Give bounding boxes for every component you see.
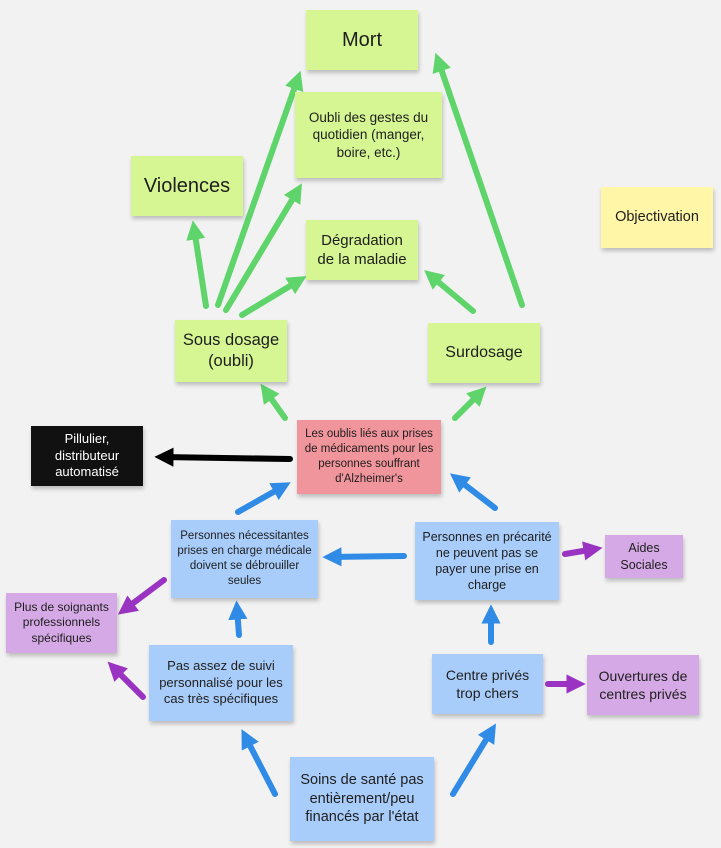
arrow-necessitantes-to-plus-soignants — [117, 577, 167, 615]
note-surdosage[interactable]: Surdosage — [428, 323, 540, 383]
arrow-sous-dosage-to-violences — [186, 220, 209, 309]
note-mort[interactable]: Mort — [306, 10, 418, 70]
note-ouvertures-centres-text: Ouvertures de centres privés — [598, 667, 688, 702]
note-pas-assez-suivi[interactable]: Pas assez de suivi personnalisé pour les… — [149, 645, 293, 721]
arrow-necessitantes-to-oublis — [235, 482, 291, 515]
arrow-oublis-to-pillulier — [154, 447, 293, 467]
arrow-suivi-to-necessitantes — [228, 600, 248, 638]
note-degradation[interactable]: Dégradation de la maladie — [306, 220, 418, 280]
note-personnes-necessitantes[interactable]: Personnes nécessitantes prises en charge… — [171, 520, 318, 598]
note-violences-text: Violences — [143, 175, 231, 197]
arrow-surdosage-to-mort — [432, 52, 525, 308]
note-pillulier[interactable]: Pillulier, distributeur automatisé — [31, 426, 143, 486]
arrow-oublis-to-sous-dosage — [260, 383, 288, 421]
note-personnes-necessitantes-text: Personnes nécessitantes prises en charge… — [177, 530, 312, 587]
note-objectivation-text: Objectivation — [615, 209, 699, 226]
arrow-precarite-to-necessitantes — [322, 547, 407, 567]
note-pas-assez-suivi-text: Pas assez de suivi personnalisé pour les… — [159, 657, 283, 707]
arrow-surdosage-to-degradation — [424, 270, 476, 314]
note-surdosage-text: Surdosage — [445, 343, 523, 361]
note-personnes-precarite[interactable]: Personnes en précarité ne peuvent pas se… — [415, 522, 559, 600]
note-violences[interactable]: Violences — [131, 156, 243, 216]
arrow-sous-dosage-to-oubli-gestes — [223, 183, 302, 313]
note-sous-dosage-text: Sous dosage (oubli) — [182, 330, 280, 370]
arrow-suivi-to-plus-soignants — [107, 661, 146, 700]
note-centre-prives[interactable]: Centre privés trop chers — [432, 654, 543, 714]
arrow-sous-dosage-to-degradation — [239, 276, 307, 318]
note-soins-sante-text: Soins de santé pas entièrement/peu finan… — [300, 771, 424, 826]
note-oubli-gestes-text: Oubli des gestes du quotidien (manger, b… — [308, 109, 429, 160]
arrow-soins-to-suivi — [241, 729, 278, 797]
arrow-oublis-to-surdosage — [452, 386, 487, 421]
note-soins-sante[interactable]: Soins de santé pas entièrement/peu finan… — [290, 757, 434, 841]
note-oublis-alzheimer-text: Les oublis liés aux prises de médicament… — [304, 428, 434, 485]
note-plus-soignants[interactable]: Plus de soignants professionnels spécifi… — [6, 593, 117, 653]
note-ouvertures-centres[interactable]: Ouvertures de centres privés — [587, 655, 699, 715]
note-plus-soignants-text: Plus de soignants professionnels spécifi… — [14, 599, 109, 645]
note-aides-sociales-text: Aides Sociales — [620, 541, 668, 572]
note-mort-text: Mort — [342, 29, 382, 51]
arrow-soins-to-centres — [450, 723, 496, 797]
note-objectivation[interactable]: Objectivation — [601, 187, 713, 248]
note-oublis-alzheimer[interactable]: Les oublis liés aux prises de médicament… — [297, 420, 441, 494]
note-centre-prives-text: Centre privés trop chers — [445, 666, 530, 701]
note-personnes-precarite-text: Personnes en précarité ne peuvent pas se… — [422, 529, 552, 593]
note-degradation-text: Dégradation de la maladie — [317, 231, 407, 269]
note-oubli-gestes[interactable]: Oubli des gestes du quotidien (manger, b… — [295, 92, 442, 178]
arrow-precarite-to-oublis — [449, 473, 498, 511]
arrow-precarite-to-aides — [562, 541, 603, 561]
note-pillulier-text: Pillulier, distributeur automatisé — [54, 430, 120, 480]
arrow-sous-dosage-to-mort — [215, 70, 304, 308]
note-aides-sociales[interactable]: Aides Sociales — [605, 535, 683, 578]
note-sous-dosage[interactable]: Sous dosage (oubli) — [175, 320, 287, 382]
